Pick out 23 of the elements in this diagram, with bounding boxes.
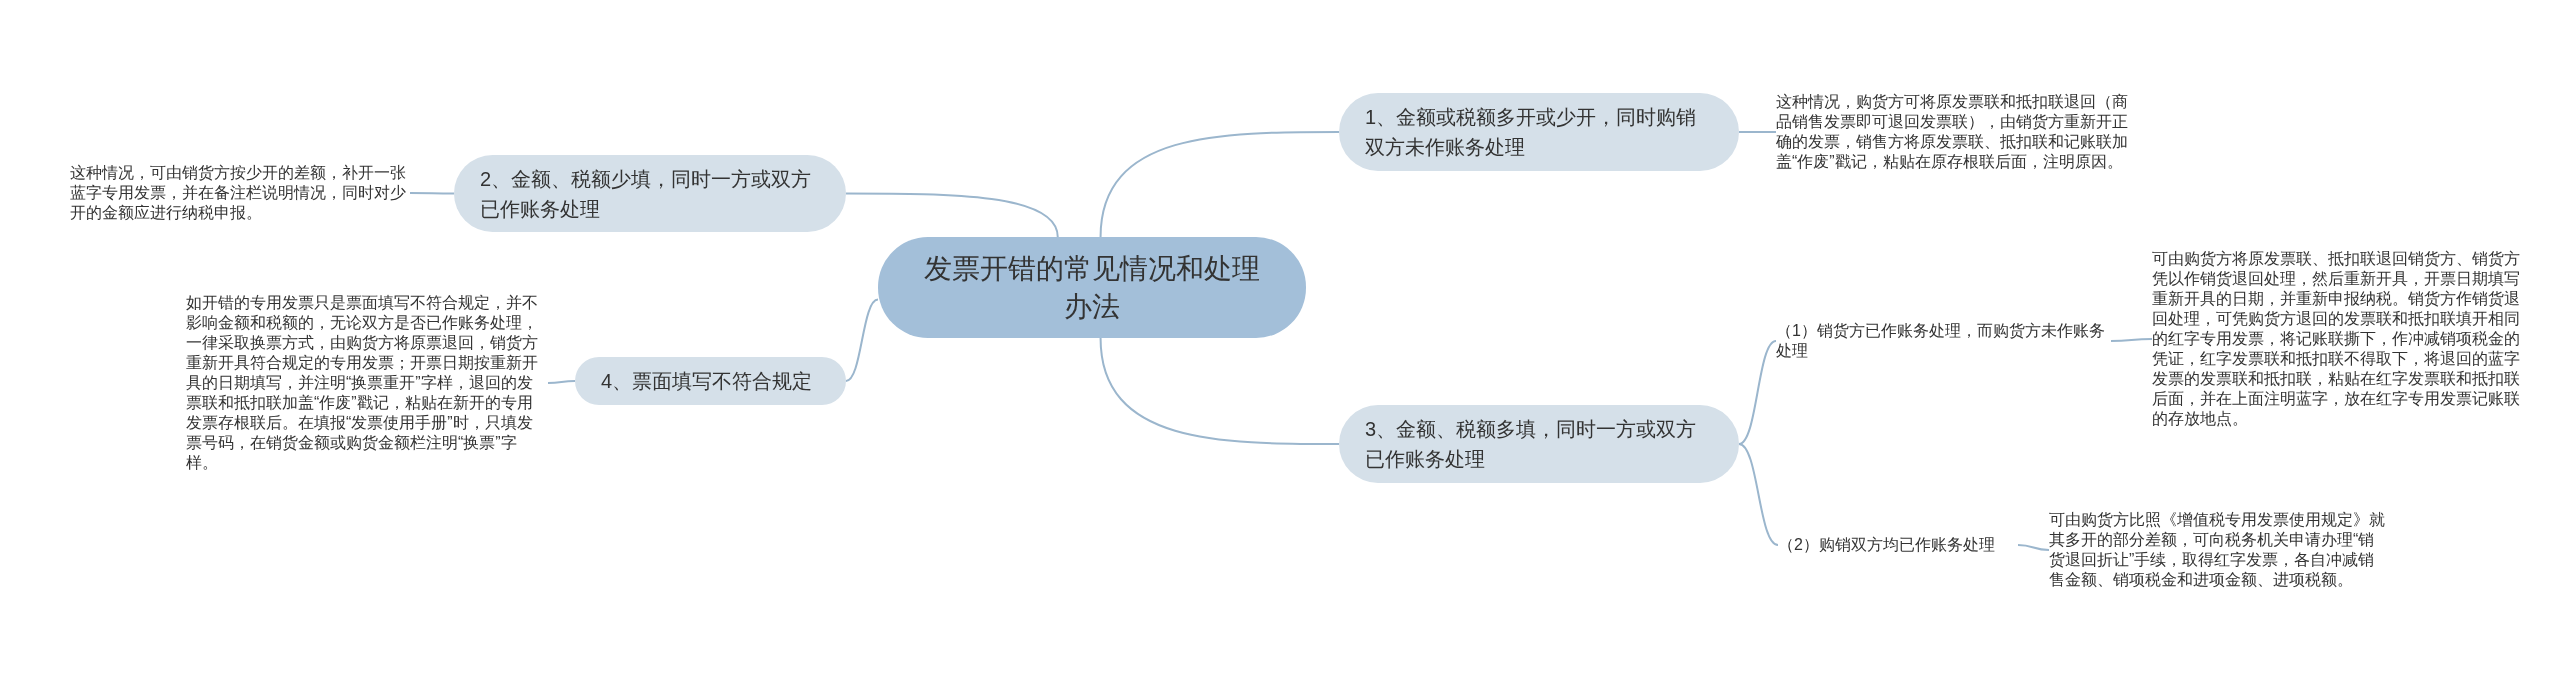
- topic-box: 4、票面填写不符合规定: [575, 357, 846, 405]
- connector-line: [409, 192, 455, 195]
- topic-box: 1、金额或税额多开或少开，同时购销双方未作账务处理: [1339, 93, 1739, 171]
- note-text: 如开错的专用发票只是票面填写不符合规定，并不影响金额和税额的，无论双方是否已作账务处理，一律采取换票方式，由购货方将原票退回，销货方重新开具符合规定的专用发票；开票日期按重新开具的日期填写，并注明“换票重开”字样，退回的发票联和抵扣联加盖“作废”戳记，粘贴在新开的专用发票存根联后。在填报“发票使用手册”时，只填发票号码，在销货金额或购货金额栏注明“换票”字样。: [186, 272, 548, 494]
- note-text: 这种情况，购货方可将原发票联和抵扣联退回（商品销售发票即可退回发票联），由销货方重新开正确的发票，销售方将原发票联、抵扣联和记账联加盖“作废”戳记，粘贴在原存根联后面，注明原因。: [1776, 70, 2128, 194]
- note-text: 可由购货方比照《增值税专用发票使用规定》就其多开的部分差额，可向税务机关申请办理“销货退回折让”手续，取得红字发票，各自冲减销售金额、销项税金和进项金额、进项税额。: [2049, 494, 2385, 606]
- connector-line: [1099, 131, 1340, 238]
- connector-line: [1738, 340, 1777, 445]
- subtopic-text: （1）销货方已作账务处理，而购货方未作账务处理: [1776, 318, 2111, 364]
- subtopic-text: （2）购销双方均已作账务处理: [1778, 530, 2018, 560]
- topic-box: 2、金额、税额少填，同时一方或双方已作账务处理: [454, 155, 846, 232]
- connector-line: [845, 192, 1059, 238]
- central-topic-box: 发票开错的常见情况和处理办法: [878, 237, 1306, 338]
- connector-line: [1738, 131, 1777, 133]
- connector-line: [1099, 337, 1340, 445]
- topic-box: 3、金额、税额多填，同时一方或双方已作账务处理: [1339, 405, 1739, 483]
- connector-line: [547, 380, 576, 384]
- connector-line: [1738, 443, 1779, 546]
- connector-line: [845, 298, 879, 382]
- note-text: 这种情况，可由销货方按少开的差额，补开一张蓝字专用发票，并在备注栏说明情况，同时对少开的金额应进行纳税申报。: [70, 160, 410, 226]
- note-text: 可由购货方将原发票联、抵扣联退回销货方、销货方凭以作销货退回处理，然后重新开具，开票日期填写重新开具的日期，并重新申报纳税。销货方作销货退回处理，可凭购货方退回的发票联和抵扣联填开相同的红字专用发票，将记账联撕下，作冲减销项税金的凭证，红字发票联和抵扣联不得取下，将退回的蓝字发票的发票联和抵扣联，粘贴在红字发票联和抵扣联后面，并在上面注明蓝字，放在红字专用发票记账联的存放地点。: [2152, 228, 2524, 450]
- connector-line: [2017, 544, 2050, 551]
- connector-line: [2110, 338, 2153, 342]
